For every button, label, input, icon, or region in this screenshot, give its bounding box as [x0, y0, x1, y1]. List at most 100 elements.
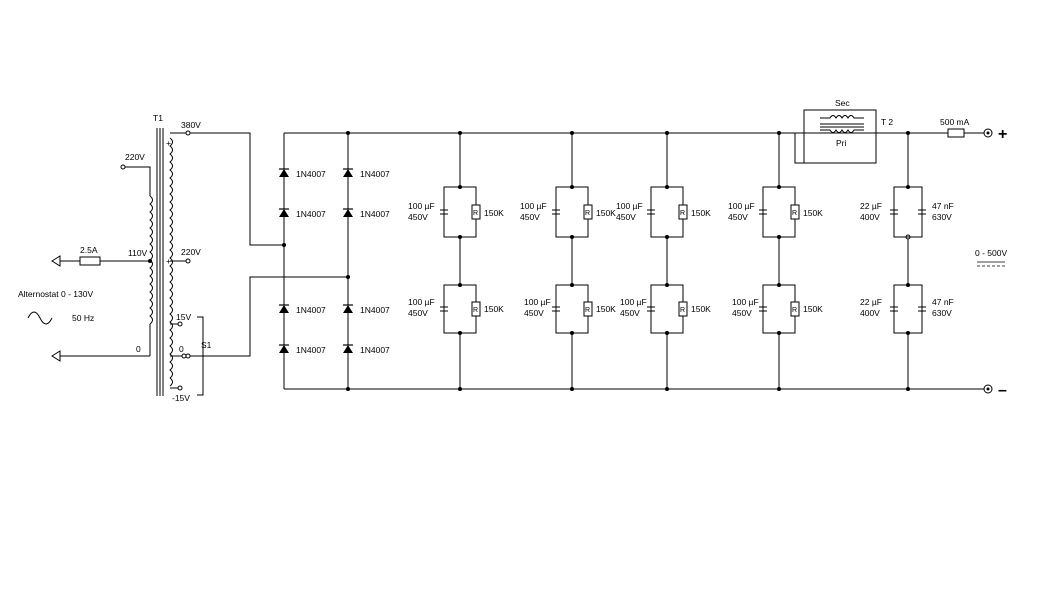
ac-wave-icon [27, 311, 53, 325]
final-elec-value-1: 22 µF [860, 201, 882, 211]
tap-0-out-label: 0 [179, 344, 184, 354]
resistor-r4 [583, 301, 593, 317]
input-terminal-bottom [51, 350, 61, 362]
t2-pri-label: Pri [836, 138, 847, 148]
capacitor-c5 [647, 209, 655, 215]
resistor-value-3: 150K [596, 208, 616, 218]
output-fuse [947, 128, 965, 138]
resistor-value-7: 150K [803, 208, 823, 218]
resistor-symbol-1: R [473, 210, 478, 217]
cap-value-6: 100 µF [620, 297, 647, 307]
input-section: 2.5A Alternostat 0 - 130V 50 Hz 0 [18, 245, 150, 362]
capacitor-c6 [647, 306, 655, 312]
t2-label: T 2 [881, 117, 893, 127]
cap-voltage-1: 450V [408, 212, 428, 222]
diode-label-8: 1N4007 [360, 345, 390, 355]
resistor-r8 [790, 301, 800, 317]
output-section: 500 mA + – 0 - 500V [940, 117, 1007, 399]
capacitor-c4 [552, 306, 560, 312]
tap-0-in-label: 0 [136, 344, 141, 354]
cap-voltage-2: 450V [408, 308, 428, 318]
resistor-symbol-7: R [792, 210, 797, 217]
diode-label-4: 1N4007 [296, 345, 326, 355]
diode-d4 [278, 344, 290, 354]
cap-value-7: 100 µF [728, 201, 755, 211]
resistor-symbol-5: R [680, 210, 685, 217]
final-filter: 22 µF 400V 47 nF 630V 22 µF 400V 47 nF 6… [860, 131, 954, 391]
diode-label-2: 1N4007 [296, 209, 326, 219]
tap-110-label: 110V [128, 248, 148, 258]
resistor-value-2: 150K [484, 304, 504, 314]
diode-label-1: 1N4007 [296, 169, 326, 179]
cap-value-2: 100 µF [408, 297, 435, 307]
final-elec-value-2: 22 µF [860, 297, 882, 307]
resistor-symbol-2: R [473, 307, 478, 314]
capacitor-c8 [759, 306, 767, 312]
capacitor-c7 [759, 209, 767, 215]
cap-value-8: 100 µF [732, 297, 759, 307]
cap-voltage-6: 450V [620, 308, 640, 318]
t1-label: T1 [153, 113, 163, 123]
resistor-r3 [583, 204, 593, 220]
filter-column-2: R R 100 µF 450V 150K 100 µF 450V 150K [520, 131, 616, 391]
capacitor-c11 [890, 306, 898, 312]
plus-mark-1: + [166, 138, 171, 148]
resistor-symbol-3: R [585, 210, 590, 217]
resistor-r2 [471, 301, 481, 317]
output-fuse-label: 500 mA [940, 117, 970, 127]
diode-d5 [342, 168, 354, 178]
resistor-r7 [790, 204, 800, 220]
capacitor-c9 [890, 209, 898, 215]
resistor-symbol-4: R [585, 307, 590, 314]
tap-220-in-label: 220V [125, 152, 145, 162]
capacitor-c3 [552, 209, 560, 215]
resistor-value-6: 150K [691, 304, 711, 314]
resistor-r6 [678, 301, 688, 317]
t2-box [803, 109, 877, 164]
capacitor-c12 [918, 306, 926, 312]
tap-minus15v-label: -15V [172, 393, 190, 403]
resistor-value-5: 150K [691, 208, 711, 218]
filter-column-1: R R 100 µF 450V 150K 100 µF 450V 150K [408, 131, 504, 391]
plus-mark-2: + [166, 256, 171, 266]
t2-sec-label: Sec [835, 98, 850, 108]
diode-d8 [342, 344, 354, 354]
diode-bridge: 1N4007 1N4007 1N4007 1N4007 1N4007 1N400… [278, 131, 985, 391]
final-film-value-1: 47 nF [932, 201, 954, 211]
plus-label: + [998, 126, 1007, 143]
resistor-value-4: 150K [596, 304, 616, 314]
diode-d7 [342, 304, 354, 314]
diode-label-7: 1N4007 [360, 305, 390, 315]
final-film-value-2: 47 nF [932, 297, 954, 307]
final-elec-voltage-2: 400V [860, 308, 880, 318]
final-elec-voltage-1: 400V [860, 212, 880, 222]
diode-d6 [342, 208, 354, 218]
cap-voltage-8: 450V [732, 308, 752, 318]
final-film-voltage-2: 630V [932, 308, 952, 318]
transformer-t2: Sec Pri T 2 [779, 98, 893, 164]
cap-voltage-4: 450V [524, 308, 544, 318]
diode-label-3: 1N4007 [296, 305, 326, 315]
diode-d1 [278, 168, 290, 178]
cap-value-3: 100 µF [520, 201, 547, 211]
tap-220-out-label: 220V [181, 247, 201, 257]
switch-s1-label: S1 [201, 340, 212, 350]
diode-d3 [278, 304, 290, 314]
cap-voltage-5: 450V [616, 212, 636, 222]
input-fuse [79, 256, 101, 266]
resistor-value-1: 150K [484, 208, 504, 218]
frequency-label: 50 Hz [72, 313, 94, 323]
final-film-voltage-1: 630V [932, 212, 952, 222]
filter-column-3: R R 100 µF 450V 150K 100 µF 450V 150K [616, 131, 711, 391]
diode-d2 [278, 208, 290, 218]
resistor-symbol-6: R [680, 307, 685, 314]
resistor-value-8: 150K [803, 304, 823, 314]
resistor-symbol-8: R [792, 307, 797, 314]
cap-voltage-7: 450V [728, 212, 748, 222]
source-label: Alternostat 0 - 130V [18, 289, 93, 299]
input-terminal-top [51, 255, 61, 267]
output-range-label: 0 - 500V [975, 248, 1007, 258]
minus-label: – [998, 382, 1007, 399]
diode-label-5: 1N4007 [360, 169, 390, 179]
cap-value-4: 100 µF [524, 297, 551, 307]
